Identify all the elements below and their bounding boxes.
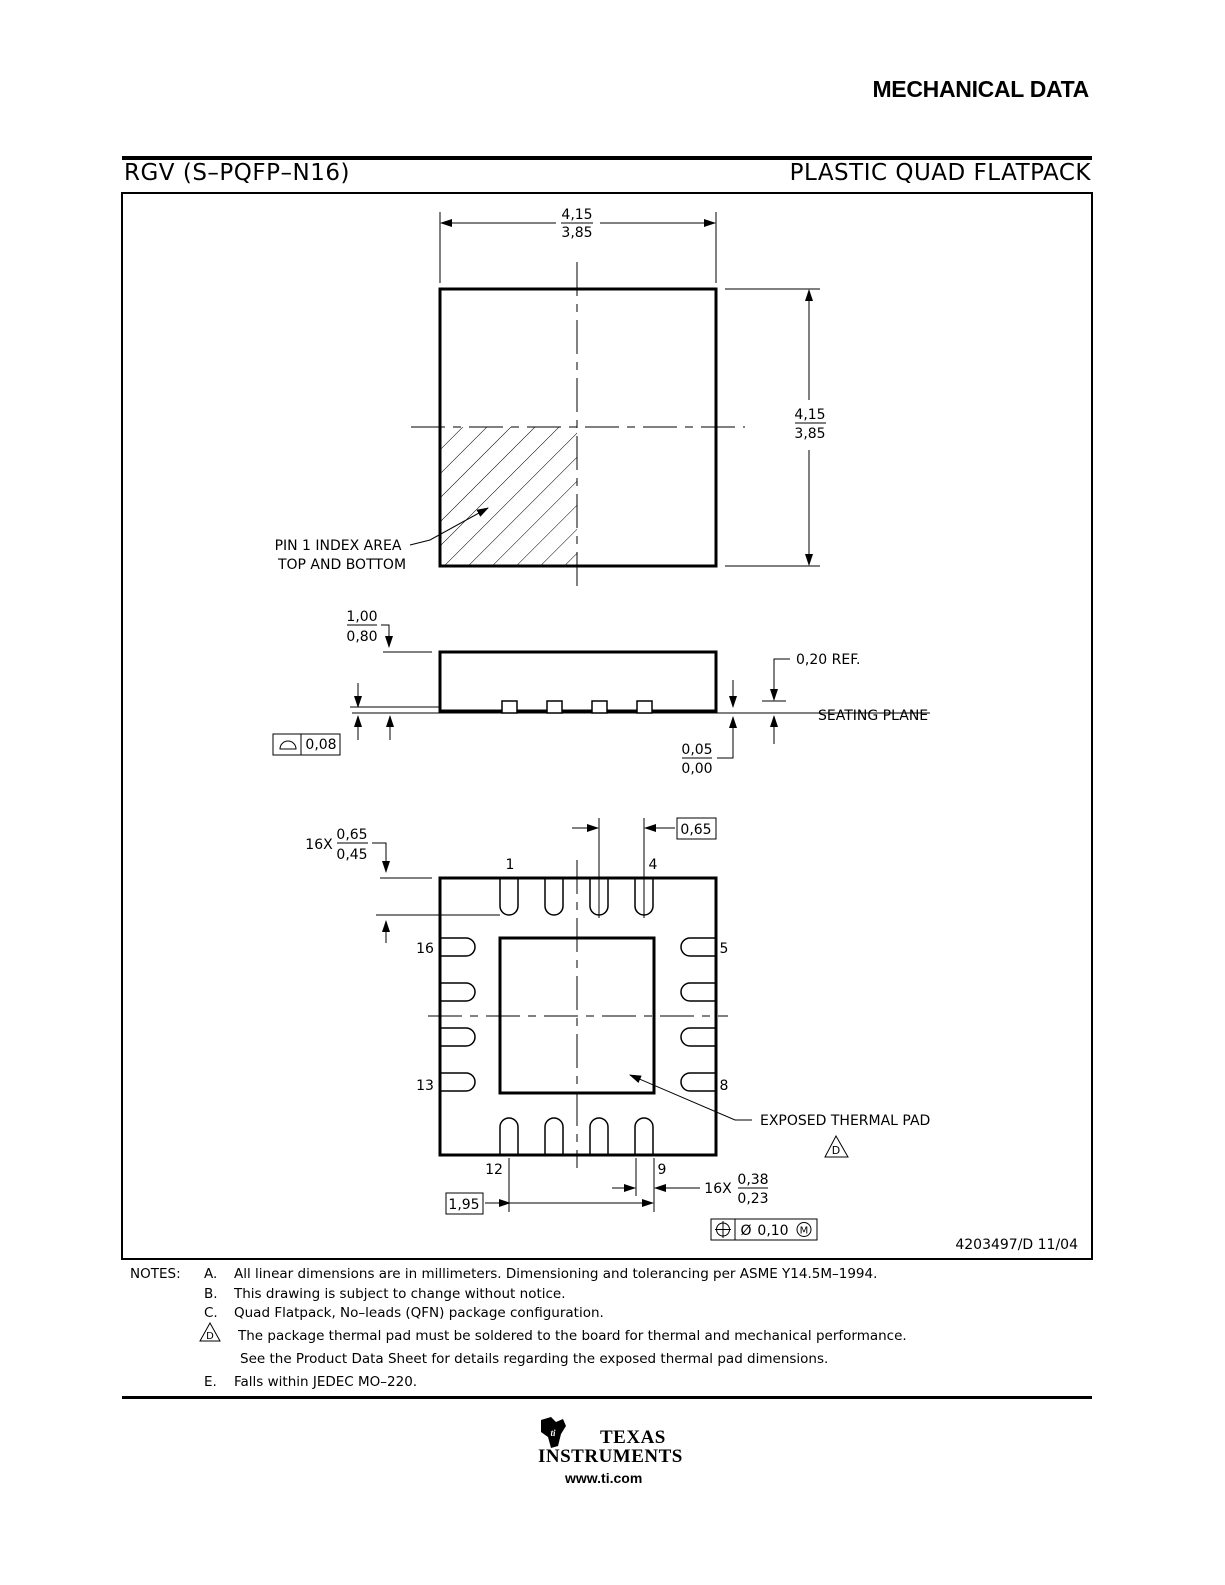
- pin-number-16: 16: [416, 941, 434, 957]
- notes-heading: NOTES:: [130, 1266, 181, 1282]
- standoff-max-label: 0,05: [681, 742, 712, 758]
- pin1-label-line2: TOP AND BOTTOM: [277, 557, 406, 573]
- width-min-label: 3,85: [561, 225, 592, 241]
- thermal-pad-label: EXPOSED THERMAL PAD: [760, 1113, 930, 1129]
- note-d-flag: D: [832, 1144, 840, 1157]
- note-d-triangle-icon: [824, 1134, 849, 1158]
- lead-width-max-label: 0,38: [737, 1172, 768, 1188]
- pin-number-4: 4: [649, 857, 658, 873]
- page-header-title: MECHANICAL DATA: [872, 76, 1089, 102]
- thickness-max-label: 1,00: [346, 609, 377, 625]
- position-tolerance-value: 0,10: [757, 1223, 788, 1239]
- note-a-text: All linear dimensions are in millimeters…: [234, 1266, 878, 1282]
- svg-text:ti: ti: [550, 1428, 556, 1438]
- pin-number-5: 5: [720, 941, 729, 957]
- note-c-letter: C.: [204, 1305, 218, 1321]
- lead-width-count: 16X: [704, 1181, 732, 1197]
- bottom-view: 16X 0,65 0,45 0,65: [305, 817, 1078, 1253]
- top-rule: [122, 156, 1092, 160]
- lead-length-max-label: 0,65: [336, 827, 367, 843]
- note-c-text: Quad Flatpack, No–leads (QFN) package co…: [234, 1305, 604, 1321]
- side-lead-1: [501, 700, 518, 714]
- span-box: [445, 1192, 484, 1215]
- drawing-frame: [121, 192, 1093, 1260]
- pin1-leader: [409, 507, 489, 546]
- mmc-symbol: M: [800, 1226, 809, 1237]
- surface-profile-icon: [279, 740, 297, 750]
- thickness-min-label: 0,80: [346, 629, 377, 645]
- logo-word-instruments: INSTRUMENTS: [538, 1446, 683, 1467]
- coplanarity-frame: 0,08: [272, 733, 341, 756]
- bottom-leads-right-col: [680, 937, 715, 1092]
- ti-logo-mark: ti: [541, 1417, 566, 1448]
- ref-label: 0,20 REF.: [796, 652, 860, 668]
- height-min-label: 3,85: [794, 426, 825, 442]
- drawing-number: 4203497/D 11/04: [955, 1237, 1078, 1253]
- top-view: 4,15 3,85 4,15 3,85 PIN 1 INDEX AREA TOP…: [275, 207, 826, 594]
- pin-number-9: 9: [658, 1162, 667, 1178]
- logo-word-texas: TEXAS: [600, 1427, 666, 1448]
- mmc-symbol-icon: [796, 1222, 812, 1237]
- package-code: RGV (S–PQFP–N16): [124, 160, 350, 186]
- pitch-box: [676, 817, 717, 840]
- position-tolerance-frame: Ø 0,10 M: [710, 1218, 818, 1241]
- pin-number-1: 1: [506, 857, 515, 873]
- ti-logo: TEXAS INSTRUMENTS: [536, 1415, 686, 1467]
- coplanarity-value: 0,08: [305, 737, 336, 753]
- span-value: 1,95: [448, 1197, 479, 1213]
- bottom-rule: [122, 1396, 1092, 1399]
- diameter-symbol: Ø: [740, 1223, 751, 1239]
- note-e-letter: E.: [204, 1374, 217, 1390]
- note-a-letter: A.: [204, 1266, 218, 1282]
- package-name: PLASTIC QUAD FLATPACK: [789, 160, 1091, 186]
- lead-width-min-label: 0,23: [737, 1191, 768, 1207]
- note-b-text: This drawing is subject to change withou…: [234, 1285, 566, 1302]
- bottom-leads-bottom-row: [499, 1117, 654, 1154]
- lead-length-arrow-down: [372, 842, 390, 873]
- standoff-min-label: 0,00: [681, 761, 712, 777]
- pin-number-13: 13: [416, 1078, 434, 1094]
- note-e-text: Falls within JEDEC MO–220.: [234, 1374, 418, 1390]
- thickness-arrow-down: [381, 624, 393, 648]
- lead-length-count: 16X: [305, 837, 333, 853]
- pin1-label-line1: PIN 1 INDEX AREA: [275, 538, 402, 554]
- pitch-value: 0,65: [680, 822, 711, 838]
- standoff-arrow-up: [717, 716, 737, 759]
- side-lead-2: [546, 700, 563, 714]
- notes-d-letter: D: [206, 1331, 214, 1342]
- thermal-pad-leader: [629, 1074, 752, 1121]
- side-view: 1,00 0,80 0,08 0,20 REF. SEATING PLANE 0…: [272, 609, 930, 777]
- note-b-letter: B.: [204, 1285, 218, 1302]
- website-link[interactable]: www.ti.com: [565, 1470, 643, 1486]
- width-max-label: 4,15: [561, 207, 592, 223]
- note-d-flag-icon: D: [199, 1321, 221, 1342]
- side-lead-3: [591, 700, 608, 714]
- package-side-body: [438, 650, 718, 713]
- note-d-text: The package thermal pad must be soldered…: [238, 1327, 907, 1344]
- height-max-label: 4,15: [794, 407, 825, 423]
- pin-number-8: 8: [720, 1078, 729, 1094]
- side-lead-4: [636, 700, 653, 714]
- bottom-leads-left-col: [441, 937, 476, 1092]
- note-d-continuation-text: See the Product Data Sheet for details r…: [240, 1350, 829, 1367]
- ref-arrow-down: [770, 658, 790, 701]
- lead-length-min-label: 0,45: [336, 847, 367, 863]
- pin-number-12: 12: [485, 1162, 503, 1178]
- seating-plane-label: SEATING PLANE: [818, 708, 928, 724]
- pin1-index-area: [440, 427, 577, 566]
